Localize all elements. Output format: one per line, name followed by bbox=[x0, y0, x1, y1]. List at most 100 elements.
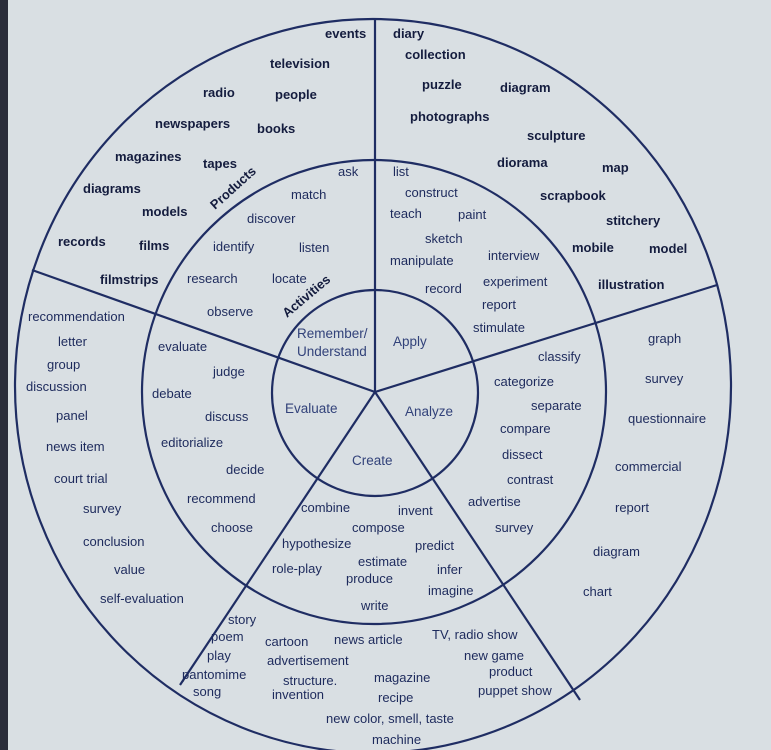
photo-edge bbox=[0, 0, 8, 750]
word: product bbox=[489, 664, 533, 679]
word: tapes bbox=[203, 156, 237, 171]
word: radio bbox=[203, 85, 235, 100]
word: stimulate bbox=[473, 320, 525, 335]
word: models bbox=[142, 204, 188, 219]
word: TV, radio show bbox=[432, 627, 518, 642]
remember-products: events television radio people newspaper… bbox=[58, 26, 366, 287]
word: report bbox=[482, 297, 516, 312]
word: illustration bbox=[598, 277, 665, 292]
word: structure. bbox=[283, 673, 337, 688]
word: paint bbox=[458, 207, 487, 222]
word: classify bbox=[538, 349, 581, 364]
word: new color, smell, taste bbox=[326, 711, 454, 726]
word: infer bbox=[437, 562, 463, 577]
word: scrapbook bbox=[540, 188, 607, 203]
word: research bbox=[187, 271, 238, 286]
word: debate bbox=[152, 386, 192, 401]
word: newspapers bbox=[155, 116, 230, 131]
word: diary bbox=[393, 26, 425, 41]
analyze-products: graph survey questionnaire commercial re… bbox=[583, 331, 706, 599]
word: identify bbox=[213, 239, 255, 254]
word: produce bbox=[346, 571, 393, 586]
word: conclusion bbox=[83, 534, 144, 549]
word: list bbox=[393, 164, 409, 179]
apply-products: diary collection puzzle diagram photogra… bbox=[393, 26, 687, 292]
word: report bbox=[615, 500, 649, 515]
evaluate-products: recommendation letter group discussion p… bbox=[26, 309, 184, 606]
word: discussion bbox=[26, 379, 87, 394]
word: collection bbox=[405, 47, 466, 62]
word: discuss bbox=[205, 409, 249, 424]
word: pantomime bbox=[182, 667, 246, 682]
word: choose bbox=[211, 520, 253, 535]
word: model bbox=[649, 241, 687, 256]
spoke-right bbox=[374, 283, 718, 394]
word: people bbox=[275, 87, 317, 102]
word: record bbox=[425, 281, 462, 296]
spoke-left bbox=[31, 268, 376, 394]
word: manipulate bbox=[390, 253, 454, 268]
word: graph bbox=[648, 331, 681, 346]
level-apply: Apply bbox=[393, 334, 427, 349]
word: listen bbox=[299, 240, 329, 255]
word: recipe bbox=[378, 690, 413, 705]
word: interview bbox=[488, 248, 540, 263]
word: contrast bbox=[507, 472, 554, 487]
word: construct bbox=[405, 185, 458, 200]
word: self-evaluation bbox=[100, 591, 184, 606]
spoke-bottom-left bbox=[179, 391, 376, 686]
word: write bbox=[360, 598, 388, 613]
word: commercial bbox=[615, 459, 682, 474]
word: letter bbox=[58, 334, 88, 349]
word: machine bbox=[372, 732, 421, 747]
word: imagine bbox=[428, 583, 474, 598]
word: diagram bbox=[500, 80, 551, 95]
word: magazines bbox=[115, 149, 181, 164]
word: questionnaire bbox=[628, 411, 706, 426]
level-labels: Remember/ Understand Apply Evaluate Anal… bbox=[285, 326, 453, 468]
word: advertise bbox=[468, 494, 521, 509]
word: judge bbox=[212, 364, 245, 379]
word: compose bbox=[352, 520, 405, 535]
word: news article bbox=[334, 632, 403, 647]
create-products: story poem cartoon news article TV, radi… bbox=[182, 612, 552, 747]
word: separate bbox=[531, 398, 582, 413]
word: combine bbox=[301, 500, 350, 515]
word: invent bbox=[398, 503, 433, 518]
word: puppet show bbox=[478, 683, 552, 698]
word: discover bbox=[247, 211, 296, 226]
spoke-bottom-right bbox=[374, 391, 581, 701]
word: observe bbox=[207, 304, 253, 319]
word: chart bbox=[583, 584, 612, 599]
word: films bbox=[139, 238, 169, 253]
word: song bbox=[193, 684, 221, 699]
word: map bbox=[602, 160, 629, 175]
word: estimate bbox=[358, 554, 407, 569]
word: photographs bbox=[410, 109, 489, 124]
evaluate-activities: evaluate judge debate discuss editoriali… bbox=[152, 339, 264, 535]
word: ask bbox=[338, 164, 359, 179]
word: value bbox=[114, 562, 145, 577]
apply-activities: list construct teach paint sketch interv… bbox=[390, 164, 548, 335]
remember-activities: ask match discover identify listen resea… bbox=[187, 164, 359, 319]
word: diorama bbox=[497, 155, 548, 170]
outer-circle bbox=[14, 18, 732, 750]
word: news item bbox=[46, 439, 105, 454]
word: survey bbox=[83, 501, 122, 516]
word: records bbox=[58, 234, 106, 249]
word: books bbox=[257, 121, 295, 136]
level-create: Create bbox=[352, 453, 393, 468]
word: diagrams bbox=[83, 181, 141, 196]
word: recommendation bbox=[28, 309, 125, 324]
word: group bbox=[47, 357, 80, 372]
word: stitchery bbox=[606, 213, 661, 228]
word: court trial bbox=[54, 471, 108, 486]
create-activities: combine invent compose hypothesize predi… bbox=[272, 500, 474, 613]
word: sketch bbox=[425, 231, 463, 246]
level-understand: Understand bbox=[297, 344, 367, 359]
word: sculpture bbox=[527, 128, 586, 143]
word: dissect bbox=[502, 447, 543, 462]
word: survey bbox=[495, 520, 534, 535]
word: recommend bbox=[187, 491, 256, 506]
word: decide bbox=[226, 462, 264, 477]
